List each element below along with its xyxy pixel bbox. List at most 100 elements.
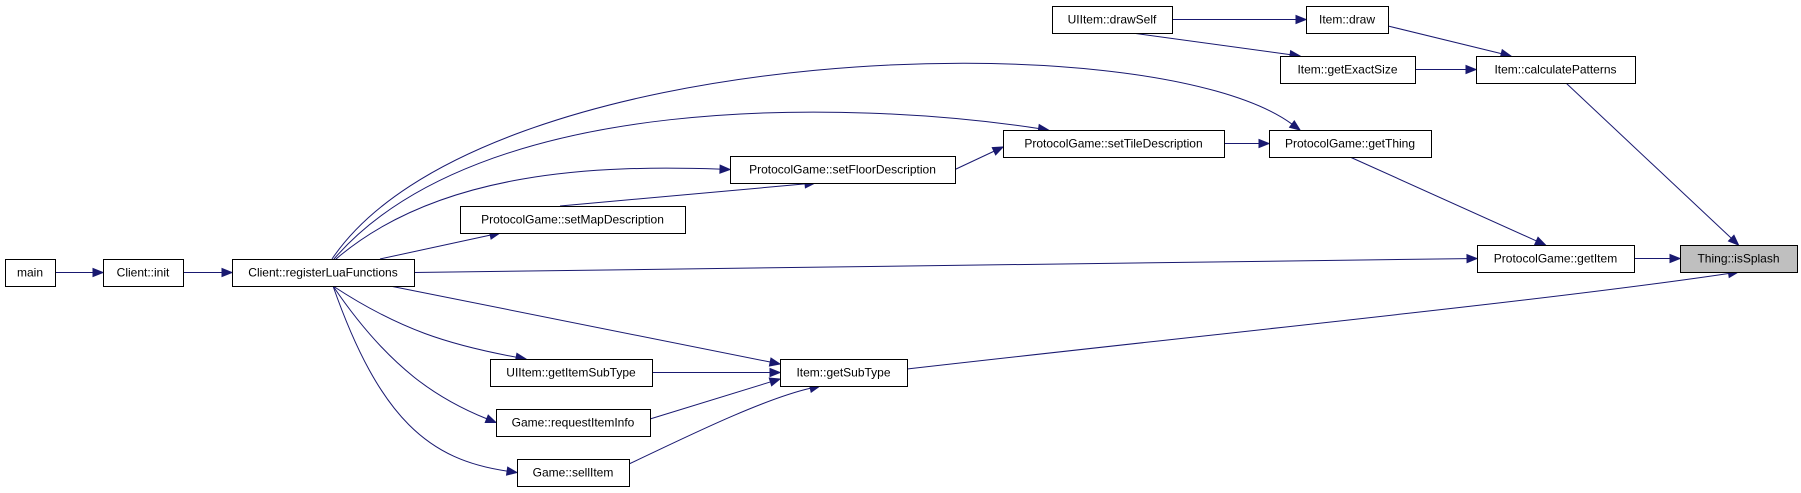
node-thing_issplash[interactable]: Thing::isSplash <box>1680 245 1798 273</box>
edges-layer <box>55 14 1740 476</box>
edge-line <box>906 272 1729 370</box>
node-label: Game::requestItemInfo <box>512 416 635 430</box>
edge-arrowhead <box>1669 253 1682 264</box>
node-label: ProtocolGame::setTileDescription <box>1024 137 1202 151</box>
edge-register_lua-to-uiitem_getitemsubtype <box>332 285 528 362</box>
edge-register_lua-to-pg_getthing <box>331 62 1302 260</box>
edge-register_lua-to-item_getsubtype <box>389 285 782 367</box>
edge-arrowhead <box>719 164 732 174</box>
edge-pg_getitem-to-thing_issplash <box>1634 253 1682 264</box>
node-label: ProtocolGame::setFloorDescription <box>749 163 936 177</box>
edge-line <box>379 234 491 260</box>
edge-arrowhead <box>769 367 782 378</box>
node-box[interactable] <box>232 259 415 287</box>
node-label: Item::getSubType <box>796 366 890 380</box>
node-game_sellitem[interactable]: Game::sellItem <box>517 459 630 487</box>
node-game_requestiteminfo[interactable]: Game::requestItemInfo <box>496 409 651 437</box>
node-register_lua[interactable]: Client::registerLuaFunctions <box>232 259 415 287</box>
node-pg_getitem[interactable]: ProtocolGame::getItem <box>1477 245 1635 273</box>
edge-item_getsubtype-to-thing_issplash <box>906 268 1740 370</box>
edge-line <box>1387 25 1502 55</box>
node-box[interactable] <box>1280 56 1416 84</box>
node-box[interactable] <box>780 359 908 387</box>
edge-pg_settiledescription-to-pg_getthing <box>1224 138 1271 149</box>
edge-line <box>954 150 995 170</box>
edge-register_lua-to-game_sellitem <box>332 285 519 476</box>
edge-line <box>1349 156 1537 242</box>
edge-line <box>649 381 771 420</box>
edge-item_draw-to-item_calculatepatterns <box>1387 25 1513 59</box>
node-pg_settiledescription[interactable]: ProtocolGame::setTileDescription <box>1003 130 1225 158</box>
node-pg_setmapdescription[interactable]: ProtocolGame::setMapDescription <box>460 206 686 234</box>
edge-register_lua-to-pg_setmapdescription <box>379 230 502 260</box>
edge-register_lua-to-pg_setfloordescription <box>335 164 732 260</box>
node-item_calculatepatterns[interactable]: Item::calculatePatterns <box>1476 56 1636 84</box>
node-box[interactable] <box>1680 245 1798 273</box>
edge-register_lua-to-pg_getitem <box>413 253 1479 273</box>
node-pg_getthing[interactable]: ProtocolGame::getThing <box>1269 130 1432 158</box>
node-item_getexactsize[interactable]: Item::getExactSize <box>1280 56 1416 84</box>
node-box[interactable] <box>103 259 184 287</box>
node-box[interactable] <box>1003 130 1225 158</box>
edge-register_lua-to-pg_settiledescription <box>333 111 1050 260</box>
edge-pg_setfloordescription-to-pg_settiledescription <box>954 146 1005 170</box>
node-box[interactable] <box>730 156 956 184</box>
node-pg_setfloordescription[interactable]: ProtocolGame::setFloorDescription <box>730 156 956 184</box>
edge-arrowhead <box>1258 138 1271 149</box>
node-main[interactable]: main <box>5 259 56 287</box>
node-label: Item::calculatePatterns <box>1494 63 1616 77</box>
edge-game_requestiteminfo-to-item_getsubtype <box>649 377 782 420</box>
node-item_getsubtype[interactable]: Item::getSubType <box>780 359 908 387</box>
edge-arrowhead <box>484 414 498 424</box>
edge-line <box>335 167 721 260</box>
node-box[interactable] <box>1476 56 1636 84</box>
node-box[interactable] <box>1306 6 1389 34</box>
edge-client_init-to-register_lua <box>183 267 234 278</box>
node-label: Item::getExactSize <box>1297 63 1397 77</box>
edge-line <box>1131 32 1291 56</box>
edge-line <box>333 111 1039 260</box>
edge-arrowhead <box>991 146 1005 156</box>
node-uiitem_drawself[interactable]: UIItem::drawSelf <box>1052 6 1173 34</box>
node-label: Client::init <box>117 266 170 280</box>
node-box[interactable] <box>496 409 651 437</box>
node-label: Thing::isSplash <box>1697 252 1779 266</box>
edge-line <box>559 183 806 207</box>
node-label: UIItem::drawSelf <box>1068 13 1157 27</box>
edge-line <box>389 285 771 363</box>
node-box[interactable] <box>460 206 686 234</box>
edge-arrowhead <box>505 466 519 476</box>
node-box[interactable] <box>5 259 56 287</box>
edge-line <box>332 285 487 420</box>
node-item_draw[interactable]: Item::draw <box>1306 6 1389 34</box>
node-label: main <box>17 266 43 280</box>
edge-register_lua-to-game_requestiteminfo <box>332 285 498 424</box>
node-box[interactable] <box>490 359 653 387</box>
node-uiitem_getitemsubtype[interactable]: UIItem::getItemSubType <box>490 359 653 387</box>
edge-line <box>332 285 517 358</box>
edge-uiitem_getitemsubtype-to-item_getsubtype <box>652 367 782 378</box>
edge-arrowhead <box>1295 14 1308 25</box>
node-box[interactable] <box>1477 245 1635 273</box>
edge-line <box>413 258 1468 273</box>
edge-pg_getthing-to-pg_getitem <box>1349 156 1547 246</box>
node-box[interactable] <box>517 459 630 487</box>
node-box[interactable] <box>1269 130 1432 158</box>
edge-arrowhead <box>1288 119 1302 131</box>
edge-arrowhead <box>221 267 234 278</box>
edge-arrowhead <box>1465 64 1478 75</box>
edge-line <box>628 387 811 465</box>
nodes-layer: main Client::init Client::registerLuaFunct… <box>5 6 1798 487</box>
node-label: ProtocolGame::getThing <box>1285 137 1415 151</box>
edge-arrowhead <box>1727 234 1740 246</box>
edge-item_calculatepatterns-to-thing_issplash <box>1565 82 1740 246</box>
edge-arrowhead <box>1466 253 1479 264</box>
node-label: UIItem::getItemSubType <box>506 366 636 380</box>
node-label: Item::draw <box>1319 13 1375 27</box>
node-label: ProtocolGame::getItem <box>1494 252 1617 266</box>
node-client_init[interactable]: Client::init <box>103 259 184 287</box>
node-box[interactable] <box>1052 6 1173 34</box>
edge-uiitem_drawself-to-item_draw <box>1172 14 1308 25</box>
node-label: ProtocolGame::setMapDescription <box>481 213 664 227</box>
